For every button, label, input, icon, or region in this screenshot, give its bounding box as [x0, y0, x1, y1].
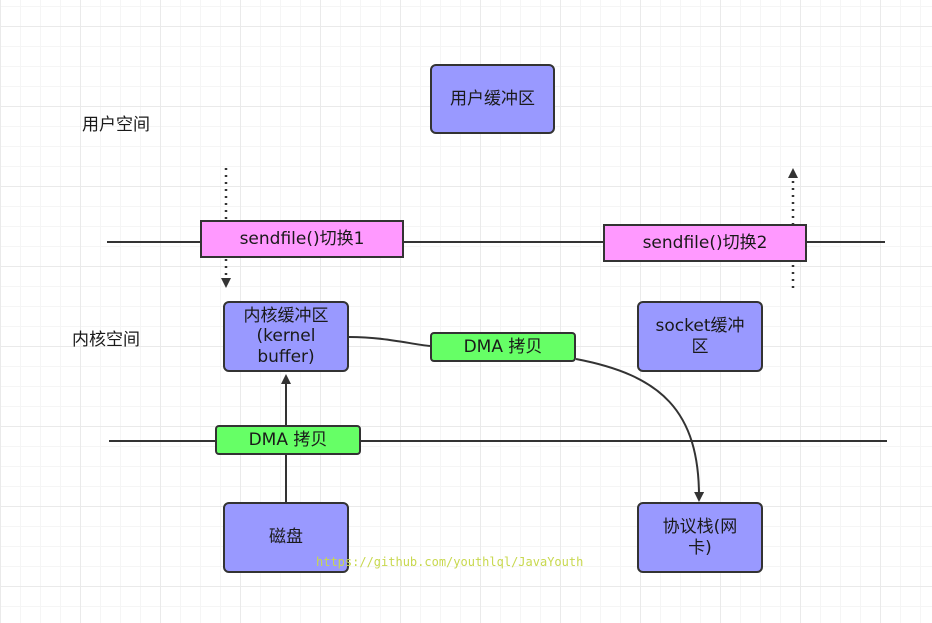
sendfile-switch-2-box: sendfile()切换2	[603, 224, 807, 262]
dma-copy-top-box: DMA 拷贝	[430, 332, 576, 362]
dma-copy-bottom-label: DMA 拷贝	[248, 429, 328, 450]
sendfile-switch-2-label: sendfile()切换2	[642, 232, 768, 253]
kernel-to-dma-line	[348, 336, 431, 347]
disk-box: 磁盘	[223, 502, 349, 573]
user-buffer-label: 用户缓冲区	[450, 88, 535, 109]
dma-to-protocol-arrow	[575, 358, 705, 502]
socket-buffer-label: socket缓冲 区	[655, 316, 745, 357]
user-buffer-box: 用户缓冲区	[430, 64, 555, 134]
watermark-text: https://github.com/youthlql/JavaYouth	[316, 555, 584, 569]
disk-label: 磁盘	[269, 527, 303, 548]
protocol-stack-label: 协议栈(网 卡)	[662, 517, 738, 558]
user-space-label: 用户空间	[82, 115, 150, 135]
kernel-space-label: 内核空间	[72, 330, 140, 350]
kernel-buffer-label: 内核缓冲区 (kernel buffer)	[243, 305, 329, 367]
sendfile-switch-1-label: sendfile()切换1	[239, 228, 365, 249]
sendfile-switch-1-box: sendfile()切换1	[200, 220, 404, 258]
socket-buffer-box: socket缓冲 区	[637, 301, 763, 372]
kernel-buffer-box: 内核缓冲区 (kernel buffer)	[223, 301, 349, 372]
dma-copy-top-label: DMA 拷贝	[463, 336, 543, 357]
dma-copy-bottom-box: DMA 拷贝	[215, 425, 361, 455]
protocol-stack-box: 协议栈(网 卡)	[637, 502, 763, 573]
